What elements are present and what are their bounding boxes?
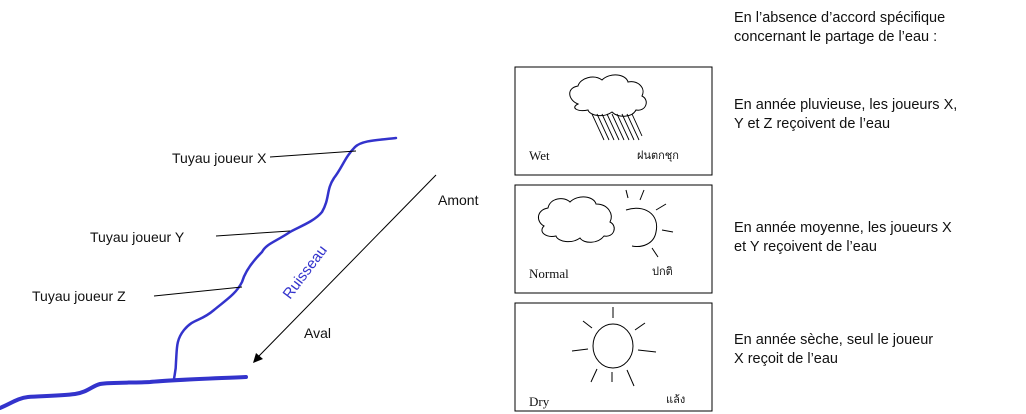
downstream-label: Aval <box>304 325 331 341</box>
intro-line-2: concernant le partage de l’eau : <box>734 29 938 45</box>
wet-description: En année pluvieuse, les joueurs X, Y et … <box>734 96 957 134</box>
panel-normal-thai: ปกติ <box>652 265 673 278</box>
pipe-z-leader <box>153 286 243 297</box>
pipe-x-label: Tuyau joueur X <box>172 150 267 166</box>
normal-description: En année moyenne, les joueurs X et Y reç… <box>734 219 952 257</box>
rain-cloud-icon <box>569 74 647 141</box>
pipe-z-label: Tuyau joueur Z <box>32 288 126 304</box>
dry-desc-line-2: X reçoit de l’eau <box>734 351 838 367</box>
panel-normal: Normal ปกติ <box>514 184 713 294</box>
intro-line-1: En l’absence d’accord spécifique <box>734 10 946 26</box>
wet-desc-line-2: Y et Z reçoivent de l’eau <box>734 116 891 132</box>
sun-icon <box>571 307 657 387</box>
intro-text: En l’absence d’accord spécifique concern… <box>734 9 945 47</box>
wet-desc-line-1: En année pluvieuse, les joueurs X, <box>734 97 958 113</box>
panel-dry-thai: แล้ง <box>666 393 685 406</box>
normal-desc-line-1: En année moyenne, les joueurs X <box>734 220 952 236</box>
pipe-x-leader <box>269 150 357 158</box>
dry-description: En année sèche, seul le joueur X reçoit … <box>734 331 933 369</box>
main-river <box>0 375 248 410</box>
panel-wet-caption: Wet <box>529 148 550 163</box>
dry-desc-line-1: En année sèche, seul le joueur <box>734 332 934 348</box>
stream-line <box>172 136 398 382</box>
panel-dry-caption: Dry <box>529 394 550 409</box>
panel-normal-caption: Normal <box>529 266 569 281</box>
cloud-sun-icon <box>538 189 674 258</box>
panel-wet: Wet ฝนตกชุก <box>514 66 713 176</box>
normal-desc-line-2: et Y reçoivent de l’eau <box>734 239 877 255</box>
upstream-label: Amont <box>438 192 479 208</box>
pipe-y-leader <box>215 230 291 237</box>
flow-arrowhead <box>253 353 263 363</box>
flow-arrow <box>257 174 437 358</box>
panel-wet-thai: ฝนตกชุก <box>637 149 679 162</box>
stream-label: Ruisseau <box>280 242 331 302</box>
panel-dry: Dry แล้ง <box>514 302 713 412</box>
pipe-y-label: Tuyau joueur Y <box>90 229 185 245</box>
